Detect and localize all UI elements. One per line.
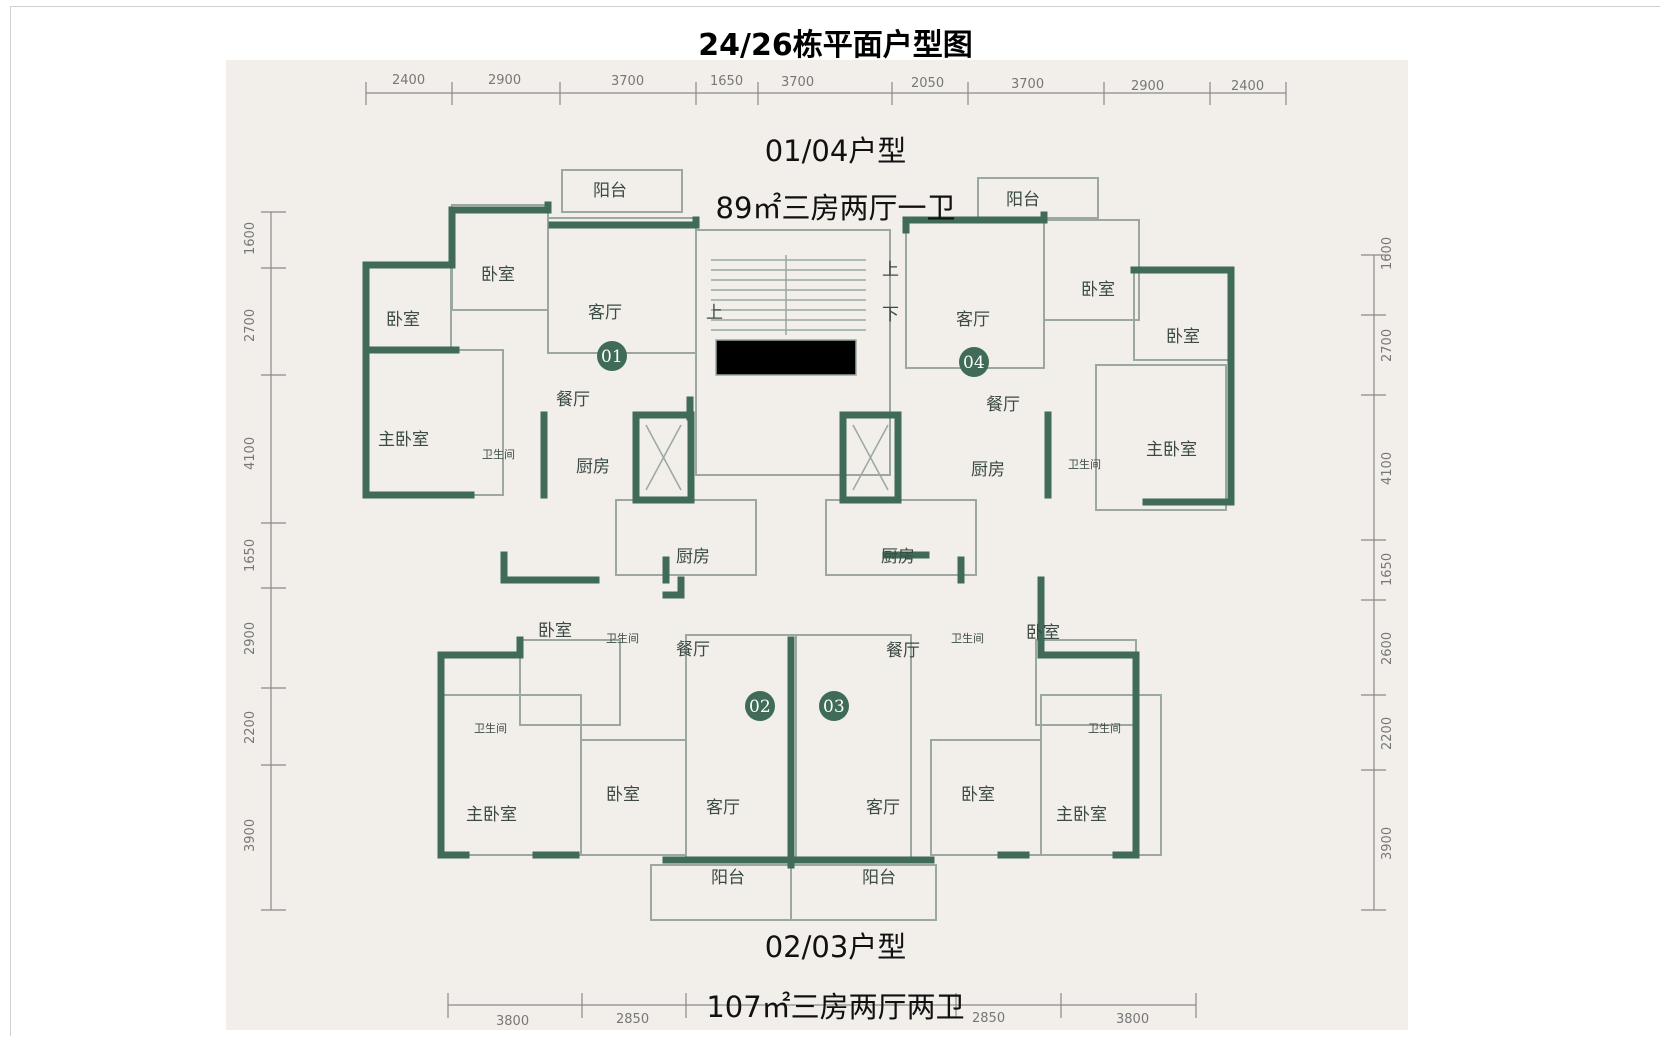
dim-top-2: 2900 xyxy=(488,73,521,88)
dim-top-6: 2050 xyxy=(911,76,944,91)
room-labels: 阳台 阳台 卧室 卧室 客厅 餐厅 主卧室 厨房 厨房 厨房 厨房 客厅 卧室 … xyxy=(378,181,1200,888)
bathroom-label-4: 卫生间 xyxy=(951,631,984,645)
balcony-label-1: 阳台 xyxy=(593,181,627,201)
dim-bottom-6: 2850 xyxy=(972,1011,1005,1026)
bathroom-label-5: 卫生间 xyxy=(474,721,507,735)
dimension-labels-left: 1600 2700 4100 1650 2900 2200 3900 xyxy=(243,222,258,852)
master-bedroom-label-3: 主卧室 xyxy=(466,805,517,825)
dim-top-8: 2900 xyxy=(1131,79,1164,94)
kitchen-label-3: 厨房 xyxy=(881,547,915,567)
master-bedroom-label-4: 主卧室 xyxy=(1056,805,1107,825)
outer-walls xyxy=(362,201,1235,869)
bathroom-label-2: 卫生间 xyxy=(1068,457,1101,471)
dim-top-7: 3700 xyxy=(1011,77,1044,92)
dim-top-9: 2400 xyxy=(1231,79,1264,94)
floor-plan-image: 2400 2900 3700 1650 3700 2050 3700 2900 … xyxy=(226,60,1408,1030)
balcony-label-4: 阳台 xyxy=(862,868,896,888)
dim-left-6: 2200 xyxy=(243,711,258,744)
unit-marker-01 xyxy=(597,341,627,371)
bedroom-label-4: 卧室 xyxy=(1166,327,1200,347)
living-room-label-3: 客厅 xyxy=(706,798,740,818)
dim-top-4: 1650 xyxy=(710,74,743,89)
unit-marker-04 xyxy=(959,347,989,377)
dim-right-4: 1650 xyxy=(1380,553,1395,586)
bedroom-label-5: 卧室 xyxy=(538,621,572,641)
dimension-labels-right: 1600 2700 4100 1650 2600 2200 3900 xyxy=(1380,237,1395,860)
dim-left-3: 4100 xyxy=(243,437,258,470)
bathroom-label-6: 卫生间 xyxy=(1088,721,1121,735)
living-room-label-4: 客厅 xyxy=(866,798,900,818)
dim-right-6: 2200 xyxy=(1380,717,1395,750)
page-title: 24/26栋平面户型图 xyxy=(698,28,973,63)
dim-top-5: 3700 xyxy=(781,75,814,90)
elevator-crosses xyxy=(645,424,889,491)
dim-right-2: 2700 xyxy=(1380,329,1395,362)
unit-marker-01-text: 01 xyxy=(601,347,623,367)
dining-room-label-1: 餐厅 xyxy=(556,390,590,410)
top-unit-type-label: 01/04户型 xyxy=(764,134,907,168)
dim-left-4: 1650 xyxy=(243,539,258,572)
bedroom-label-8: 卧室 xyxy=(961,785,995,805)
dim-left-5: 2900 xyxy=(243,622,258,655)
dim-bottom-1: 3800 xyxy=(496,1014,529,1029)
stair-up-label-2: 上 xyxy=(706,303,723,323)
dining-room-label-2: 餐厅 xyxy=(986,395,1020,415)
bedroom-label-6: 卧室 xyxy=(1026,623,1060,643)
page-frame xyxy=(10,6,1660,1036)
unit-markers: 01 04 02 03 xyxy=(597,341,989,721)
stair-down-label: 下 xyxy=(882,305,899,325)
unit-marker-03 xyxy=(819,691,849,721)
stair-up-label-1: 上 xyxy=(882,260,899,280)
bathroom-label-3: 卫生间 xyxy=(606,631,639,645)
stairs xyxy=(711,255,866,376)
kitchen-label-1: 厨房 xyxy=(576,457,610,477)
kitchen-label-2: 厨房 xyxy=(676,547,710,567)
dimension-labels-top: 2400 2900 3700 1650 3700 2050 3700 2900 … xyxy=(392,73,1264,94)
dining-room-label-3: 餐厅 xyxy=(676,640,710,660)
dim-right-3: 4100 xyxy=(1380,452,1395,485)
bedroom-label-1: 卧室 xyxy=(481,265,515,285)
dim-bottom-7: 3800 xyxy=(1116,1012,1149,1027)
bottom-unit-type-label: 02/03户型 xyxy=(764,930,907,964)
dim-right-7: 3900 xyxy=(1380,827,1395,860)
living-room-label-1: 客厅 xyxy=(588,303,622,323)
unit-marker-02-text: 02 xyxy=(749,697,771,717)
bottom-unit-description: 107㎡三房两厅两卫 xyxy=(706,990,965,1024)
bathroom-label-1: 卫生间 xyxy=(482,447,515,461)
unit-marker-04-text: 04 xyxy=(963,353,985,373)
bedroom-label-7: 卧室 xyxy=(606,785,640,805)
kitchen-label-4: 厨房 xyxy=(971,460,1005,480)
master-bedroom-label-2: 主卧室 xyxy=(1146,440,1197,460)
dim-top-1: 2400 xyxy=(392,73,425,88)
bedroom-label-3: 卧室 xyxy=(1081,280,1115,300)
living-room-label-2: 客厅 xyxy=(956,310,990,330)
unit-marker-03-text: 03 xyxy=(823,697,845,717)
balcony-label-3: 阳台 xyxy=(711,868,745,888)
balcony-label-2: 阳台 xyxy=(1006,190,1040,210)
top-unit-description: 89㎡三房两厅一卫 xyxy=(715,191,956,225)
dim-right-1: 1600 xyxy=(1380,237,1395,270)
dining-room-label-4: 餐厅 xyxy=(886,641,920,661)
unit-marker-02 xyxy=(745,691,775,721)
dim-right-5: 2600 xyxy=(1380,632,1395,665)
dim-bottom-2: 2850 xyxy=(616,1012,649,1027)
dim-top-3: 3700 xyxy=(611,74,644,89)
dim-left-1: 1600 xyxy=(243,222,258,255)
dimension-labels-bottom: 3800 2850 2850 3800 xyxy=(496,1011,1149,1029)
dim-left-7: 3900 xyxy=(243,819,258,852)
floor-plan-drawing: 2400 2900 3700 1650 3700 2050 3700 2900 … xyxy=(243,73,1395,1029)
master-bedroom-label-1: 主卧室 xyxy=(378,430,429,450)
dim-left-2: 2700 xyxy=(243,309,258,342)
bedroom-label-2: 卧室 xyxy=(386,310,420,330)
dimension-lines xyxy=(261,82,1386,1018)
